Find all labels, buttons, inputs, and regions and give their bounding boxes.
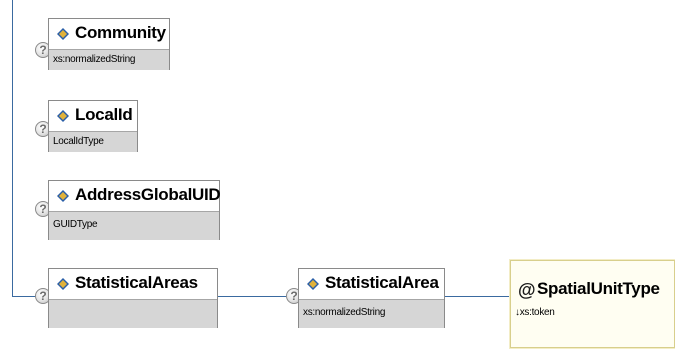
element-name: StatisticalArea [299,269,444,299]
attribute-type: ↓xs:token [511,301,674,323]
element-name-text: StatisticalAreas [75,273,198,292]
connector-to-statisticalareas [12,296,38,297]
element-type: GUIDType [49,211,219,240]
element-type [49,299,217,328]
at-sign-icon: @ [518,280,536,300]
element-name-text: StatisticalArea [325,273,439,292]
element-diamond-icon [57,278,69,290]
element-diamond-icon [57,190,69,202]
element-node-statisticalarea[interactable]: StatisticalArea xs:normalizedString [298,268,445,328]
element-name: Community [49,19,169,49]
attribute-node-spatialunittype[interactable]: @ SpatialUnitType ↓xs:token [510,260,675,348]
element-diamond-icon [57,28,69,40]
element-type: xs:normalizedString [299,299,444,328]
element-diamond-icon [57,110,69,122]
element-node-localid[interactable]: LocalId LocalIdType [48,100,138,152]
element-diamond-icon [307,278,319,290]
element-name: StatisticalAreas [49,269,217,299]
tree-vertical-connector [12,0,13,297]
element-name-text: LocalId [75,105,133,124]
connector-statisticalareas-to-statisticalarea [218,296,286,297]
element-name-text: AddressGlobalUID [75,185,221,204]
element-node-addressglobaluid[interactable]: AddressGlobalUID GUIDType [48,180,221,240]
element-type: xs:normalizedString [49,49,169,70]
element-name-text: Community [75,23,166,42]
element-type: LocalIdType [49,131,137,152]
element-node-community[interactable]: Community xs:normalizedString [48,18,170,70]
element-name: LocalId [49,101,137,131]
element-name: AddressGlobalUID [49,181,221,211]
attribute-name-text: SpatialUnitType [537,279,660,298]
attribute-name: @ SpatialUnitType [511,261,674,301]
question-mark-icon: ? [35,201,51,217]
connector-statisticalarea-to-spatialunittype [445,296,509,297]
element-node-statisticalareas[interactable]: StatisticalAreas [48,268,218,328]
